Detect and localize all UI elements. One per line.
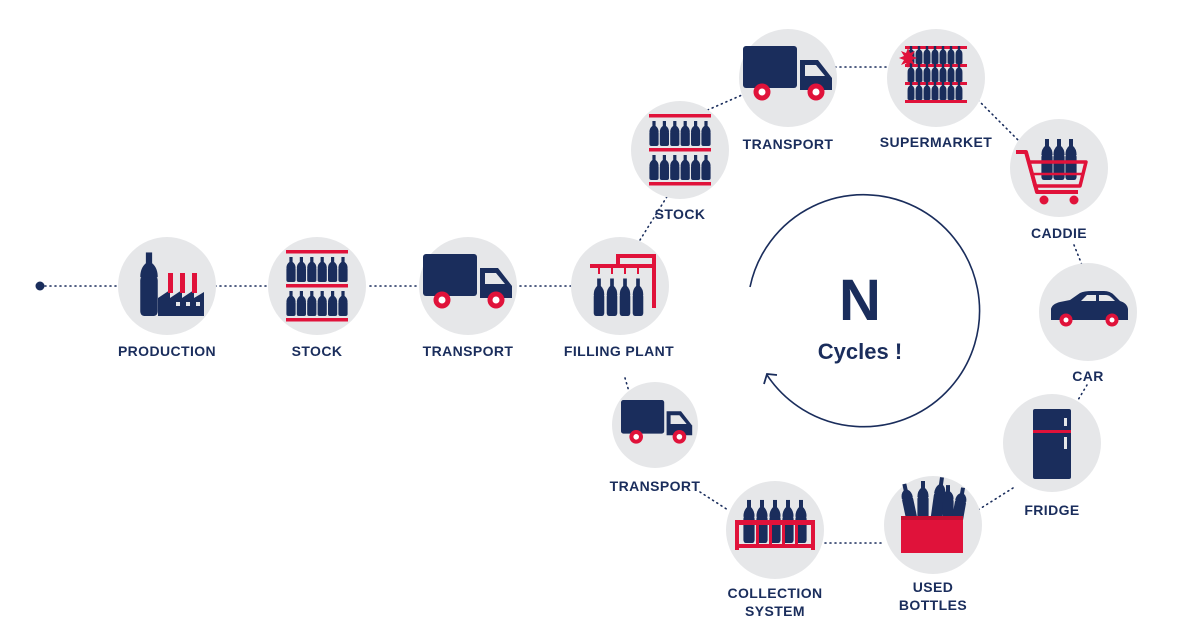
node-label: SUPERMARKET — [880, 134, 993, 150]
node-production: PRODUCTION — [118, 237, 216, 359]
node-stock: STOCK — [631, 101, 729, 222]
node-supermarket: SUPERMARKET — [880, 29, 993, 150]
connector-line — [699, 491, 729, 511]
connector-line — [1073, 244, 1083, 266]
node-label: TRANSPORT — [423, 343, 514, 359]
node-transport: TRANSPORT — [739, 29, 837, 152]
node-label: CAR — [1072, 368, 1104, 384]
cycles-count: N — [839, 268, 881, 333]
node-filling-plant: FILLING PLANT — [564, 237, 674, 359]
bottle-rack-icon — [735, 499, 815, 550]
shopping-cart-icon — [1016, 139, 1088, 205]
node-label: PRODUCTION — [118, 343, 216, 359]
node-label: USED — [913, 579, 954, 595]
connector-line — [639, 194, 669, 241]
connector-line — [702, 94, 743, 113]
sale-starburst-icon — [899, 48, 917, 68]
node-caddie: CADDIE — [1010, 119, 1108, 241]
node-car: CAR — [1039, 263, 1137, 384]
node-collection-system: COLLECTION SYSTEM — [726, 481, 824, 619]
node-used-bottles: USED BOTTLES — [884, 476, 982, 613]
start-dot — [35, 281, 45, 291]
bottle-crate-icon — [898, 476, 969, 553]
cycle-arc — [749, 193, 981, 428]
node-stock: STOCK — [268, 237, 366, 359]
connector-line — [977, 99, 1019, 141]
supermarket-shelf-icon — [899, 46, 967, 103]
node-fridge: FRIDGE — [1003, 394, 1101, 518]
factory-icon — [140, 252, 204, 316]
node-transport: TRANSPORT — [419, 237, 517, 359]
fridge-icon — [1033, 409, 1071, 479]
node-label: STOCK — [655, 206, 706, 222]
node-label: FRIDGE — [1024, 502, 1079, 518]
cycles-caption: Cycles ! — [818, 339, 902, 364]
cycle-arrowhead — [763, 373, 778, 385]
connector-line — [977, 487, 1014, 511]
filling-machine-icon — [590, 254, 656, 316]
node-label: TRANSPORT — [743, 136, 834, 152]
cycle-arrow: N Cycles ! — [749, 193, 981, 428]
node-label: BOTTLES — [899, 597, 967, 613]
node-label: COLLECTION — [728, 585, 823, 601]
node-label: TRANSPORT — [610, 478, 701, 494]
node-circle — [118, 237, 216, 335]
node-label: FILLING PLANT — [564, 343, 674, 359]
car-icon — [1051, 291, 1128, 327]
node-label: STOCK — [292, 343, 343, 359]
node-label: SYSTEM — [745, 603, 805, 619]
connector-line — [1077, 384, 1088, 401]
node-transport: TRANSPORT — [610, 382, 701, 494]
node-label: CADDIE — [1031, 225, 1087, 241]
